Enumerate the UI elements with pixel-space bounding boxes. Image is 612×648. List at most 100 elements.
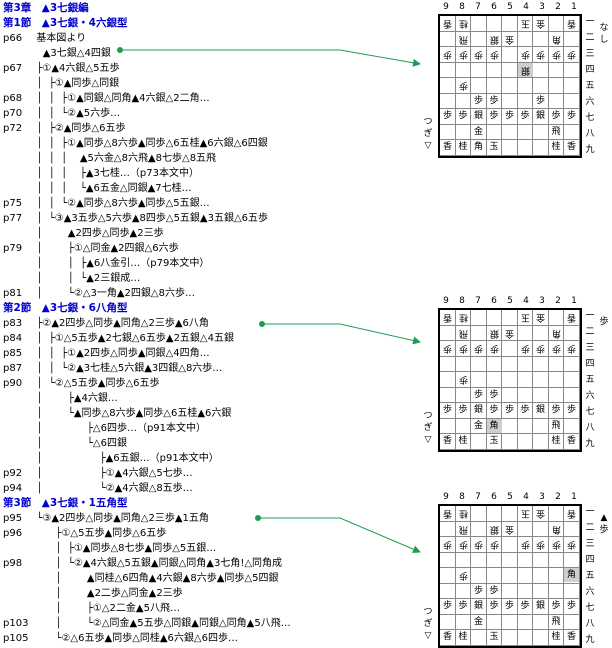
rank-label: 七: [585, 407, 595, 417]
board-square: [471, 109, 487, 125]
sente-piece: 歩: [489, 601, 499, 611]
board-square: [517, 140, 533, 156]
sente-piece: 飛: [551, 616, 561, 627]
gote-piece: 銀: [489, 523, 499, 534]
move-sequence: │ ├▲6五銀…（p91本文中）: [30, 453, 219, 464]
board-square: [517, 614, 533, 630]
board-rank-labels: 一二三四五六七八九: [584, 14, 596, 158]
page-number: p77: [3, 213, 23, 224]
board-square: [533, 372, 549, 388]
file-label: 6: [491, 492, 497, 502]
board-square: [548, 310, 564, 326]
sente-piece: 歩: [489, 95, 499, 106]
board-square: [440, 78, 456, 94]
gote-piece: 香: [567, 508, 577, 518]
hand-text: ▽: [424, 435, 432, 445]
board-square: [564, 568, 580, 584]
board-square: [517, 47, 533, 63]
page-number: p79: [3, 243, 23, 254]
gote-piece: 香: [443, 508, 453, 518]
board-square: [517, 31, 533, 47]
sente-piece: 歩: [458, 601, 468, 611]
board-square: [486, 109, 502, 125]
board-square: [486, 403, 502, 419]
page-number: p95: [3, 513, 23, 524]
move-sequence: ├②▲2四歩△同歩▲同角△2三歩▲6八角: [30, 318, 209, 329]
move-sequence: └③▲2四歩△同歩▲同角△2三歩▲1五角: [30, 513, 209, 524]
move-sequence: │ │ ├①▲2四歩△同歩▲同銀△4四角…: [30, 348, 210, 359]
move-sequence: │ │ ├①▲同歩△8六歩▲同歩△6五桂▲6六銀△6四銀: [30, 138, 268, 149]
move-sequence: │ │ ├▲6八金引…（p79本文中）: [30, 258, 210, 269]
gote-piece: 角: [551, 33, 561, 44]
rank-label: 五: [585, 571, 595, 581]
gote-piece: 歩: [536, 343, 546, 353]
gote-piece: 歩: [458, 539, 468, 549]
board-square: [440, 62, 456, 78]
board-square: [440, 552, 456, 568]
board-square: [564, 521, 580, 537]
board-square: [564, 310, 580, 326]
board-square: [455, 552, 471, 568]
sente-hand: つぎ▽: [422, 116, 434, 152]
board-square: [533, 583, 549, 599]
board-square: [564, 630, 580, 646]
board-square: [440, 614, 456, 630]
move-sequence: │ │ └②▲同歩△8六歩▲同歩△5五銀…: [30, 198, 210, 209]
board-square: [502, 325, 518, 341]
sente-piece: 歩: [489, 389, 499, 400]
board-square: [564, 403, 580, 419]
board-square: [564, 418, 580, 434]
gote-piece: 歩: [443, 539, 453, 549]
board-square: [564, 124, 580, 140]
board-square: [502, 387, 518, 403]
board-square: [486, 310, 502, 326]
gote-piece: 歩: [520, 49, 530, 59]
board-square: [533, 78, 549, 94]
board-square: [533, 552, 549, 568]
page-number: p92: [3, 468, 23, 479]
rank-label: 一: [585, 311, 595, 321]
gote-piece: 桂: [458, 312, 468, 322]
board-square: [486, 583, 502, 599]
board-square: [564, 78, 580, 94]
board-square: [455, 124, 471, 140]
board-square: [486, 47, 502, 63]
board-square: [502, 599, 518, 615]
move-sequence: │ ├▲4六銀…: [30, 393, 118, 404]
rank-label: 七: [585, 113, 595, 123]
gote-piece: 香: [443, 18, 453, 28]
board-square: [440, 418, 456, 434]
board-square: [455, 614, 471, 630]
sente-piece: 角: [564, 568, 579, 582]
board-square: [517, 109, 533, 125]
file-label: 9: [443, 492, 449, 502]
gote-piece: 歩: [474, 539, 484, 549]
board-square: [455, 140, 471, 156]
hand-text: ▽: [424, 141, 432, 151]
gote-piece: 金: [536, 508, 546, 518]
board-square: [486, 630, 502, 646]
file-label: 1: [571, 296, 577, 306]
board-square: [455, 630, 471, 646]
rank-label: 一: [585, 507, 595, 517]
board-square: [471, 583, 487, 599]
board-square: [440, 387, 456, 403]
arrow-board-3: [258, 517, 421, 553]
sente-piece: 桂: [551, 436, 561, 446]
board-square: [548, 568, 564, 584]
sente-piece: 歩: [442, 601, 452, 611]
board-square: [533, 630, 549, 646]
board-square: [517, 93, 533, 109]
page-number: p70: [3, 108, 23, 119]
move-sequence: │ ├②▲同歩△6五歩: [30, 123, 126, 134]
board-square: [517, 16, 533, 32]
arrow-board-1: [120, 49, 421, 67]
sente-piece: 玉: [489, 142, 499, 152]
board-square: [486, 614, 502, 630]
hand-text: ぎ: [423, 619, 433, 629]
gote-piece: 玉: [520, 18, 530, 28]
rank-label: 五: [585, 81, 595, 91]
board-square: [533, 16, 549, 32]
board-square: [440, 583, 456, 599]
